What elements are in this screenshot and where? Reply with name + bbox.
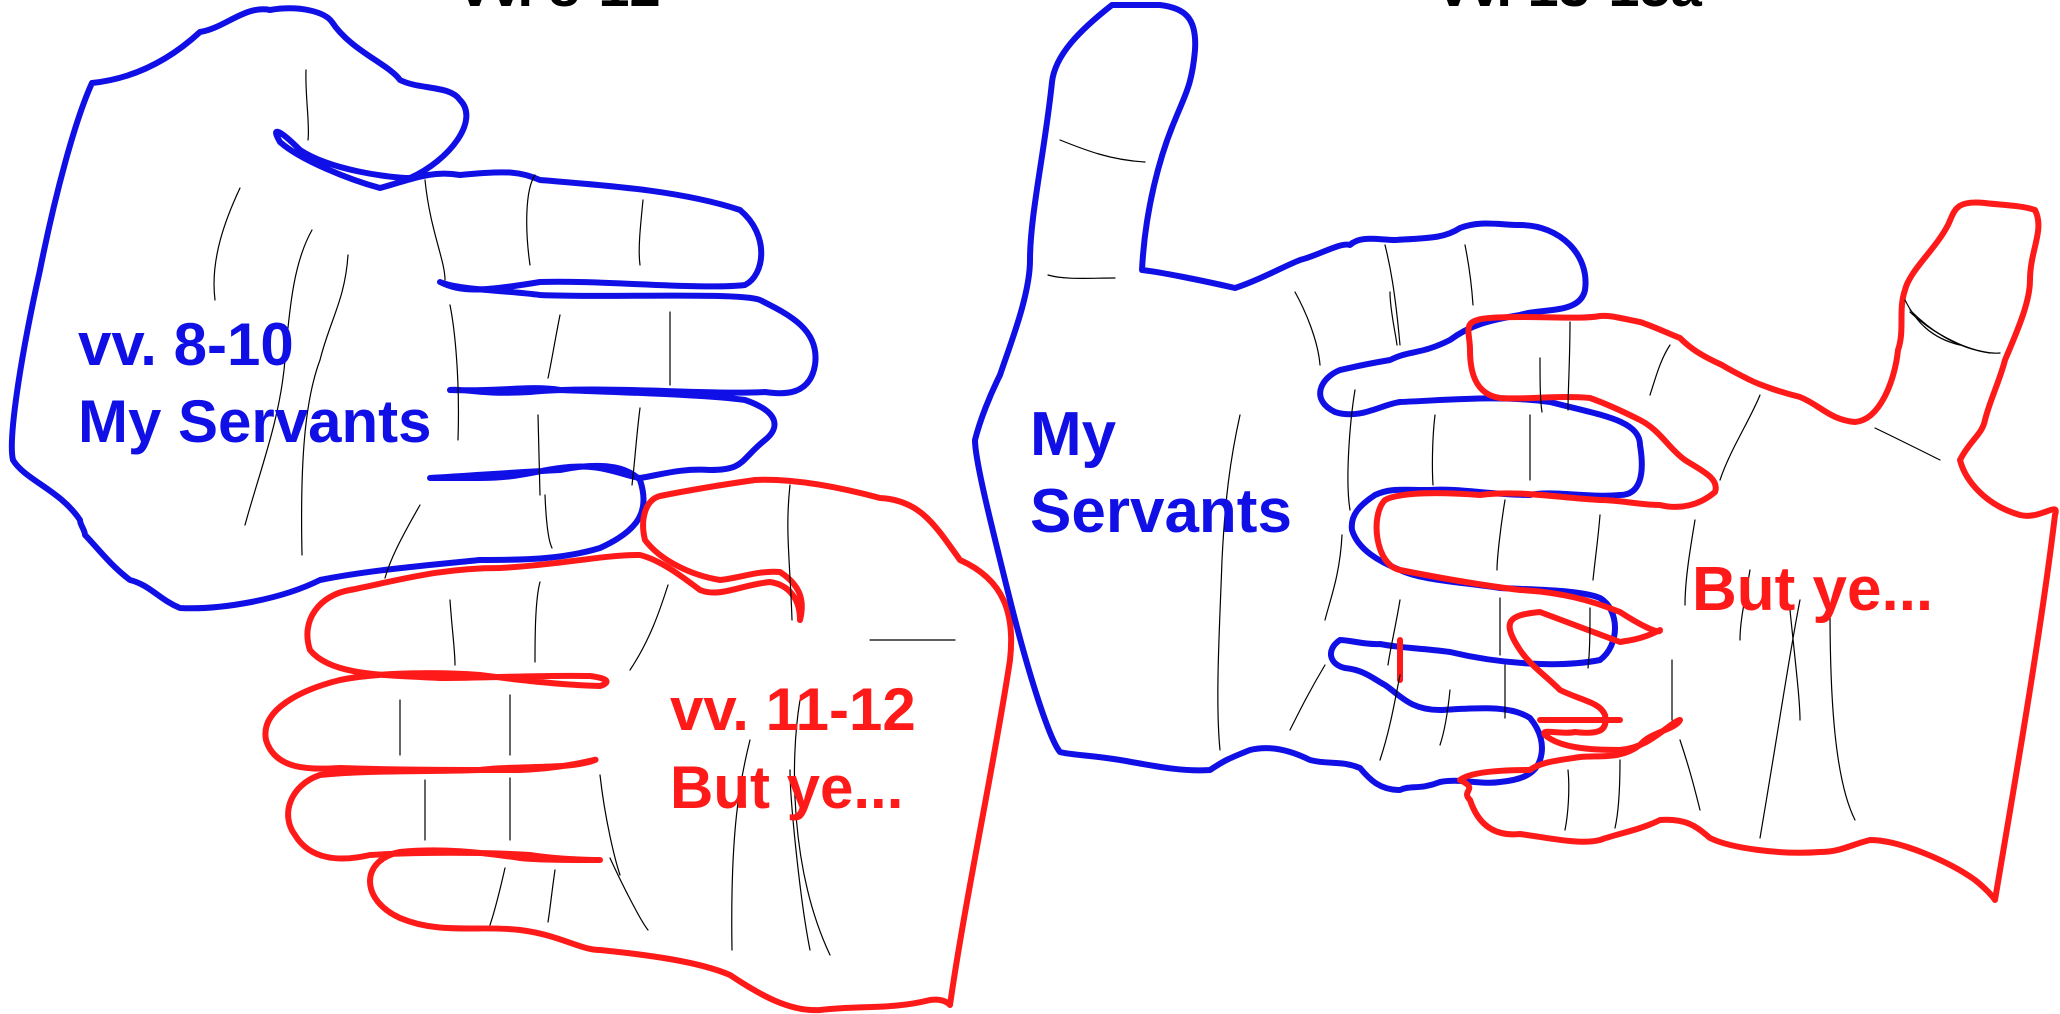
right-title: vv. 13-15a [1438,0,1702,18]
right-red-label: But ye... [1692,555,1933,624]
left-creases [214,70,955,955]
right-blue-label-line2: Servants [1030,477,1292,546]
right-red-hand [1377,202,2056,900]
left-blue-label-line1: vv. 8-10 [78,311,294,378]
left-blue-hand [12,8,816,608]
left-blue-label-line2: My Servants [78,388,432,455]
right-blue-label-line1: My [1030,400,1117,469]
left-red-hand [265,480,1011,1010]
left-red-label-line1: vv. 11-12 [670,676,916,743]
left-red-label-line2: But ye... [670,754,903,821]
left-title: vv. 8-12 [459,0,660,18]
